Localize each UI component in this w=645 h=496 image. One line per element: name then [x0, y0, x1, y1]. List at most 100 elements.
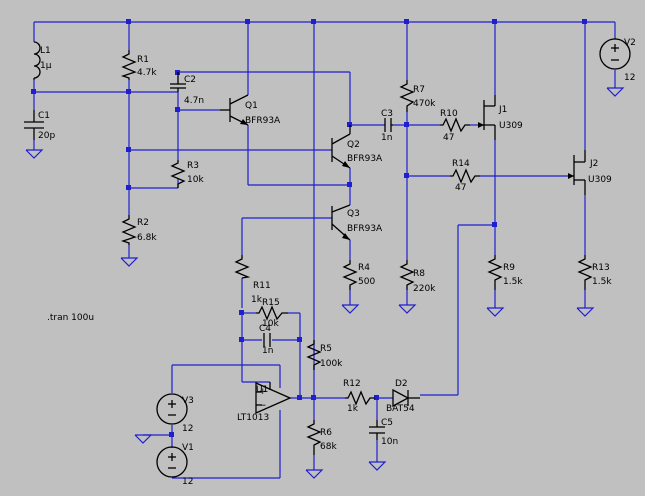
- label-U1-ref: U1: [256, 385, 268, 395]
- label-R10-ref: R10: [440, 109, 458, 119]
- label-R5-ref: R5: [320, 344, 332, 354]
- wires: [33, 21, 616, 479]
- label-J1-value: U309: [499, 121, 523, 131]
- label-C1-ref: C1: [38, 111, 50, 121]
- label-J2-value: U309: [588, 175, 612, 185]
- label-Q2-value: BFR93A: [347, 154, 383, 164]
- junction-dots: [31, 19, 587, 437]
- label-R8-ref: R8: [413, 269, 425, 279]
- ground-symbols: [25, 87, 625, 479]
- label-V1-ref: V1: [182, 443, 194, 453]
- label-R4-value: 500: [358, 277, 375, 287]
- resistor-R3[interactable]: R3 10k: [170, 160, 204, 188]
- resistor-R7[interactable]: R7 470k: [399, 80, 436, 112]
- diode-D2[interactable]: D2 BAT54: [386, 379, 420, 414]
- label-V1-value: 12: [182, 477, 193, 487]
- label-V2-value: 12: [624, 73, 635, 83]
- resistor-R12[interactable]: R12 1k: [343, 379, 375, 414]
- resistor-R10[interactable]: R10 47: [440, 109, 470, 143]
- label-L1-ref: L1: [40, 46, 51, 56]
- label-R9-ref: R9: [503, 263, 515, 273]
- label-R15-value: 10k: [262, 319, 279, 329]
- resistor-R1[interactable]: R1 4.7k: [120, 50, 157, 80]
- label-U1-value: LT1013: [237, 413, 269, 423]
- resistor-R6[interactable]: R6 68k: [306, 420, 337, 455]
- resistor-R9[interactable]: R9 1.5k: [487, 255, 523, 290]
- label-J1-ref: J1: [498, 105, 507, 115]
- label-C3-ref: C3: [381, 109, 393, 119]
- label-R7-value: 470k: [413, 99, 436, 109]
- voltage-source-V3[interactable]: V3 12: [156, 393, 194, 434]
- label-C2-value: 4.7n: [184, 96, 204, 106]
- label-C5-ref: C5: [381, 418, 393, 428]
- resistor-R4[interactable]: R4 500: [342, 260, 375, 290]
- resistor-R11[interactable]: R11 1k: [234, 255, 271, 305]
- label-R12-ref: R12: [343, 379, 361, 389]
- label-C4-ref: C4: [259, 324, 271, 334]
- ground-icon: [341, 304, 360, 314]
- label-R1-ref: R1: [137, 55, 149, 65]
- label-C3-value: 1n: [381, 133, 392, 143]
- label-R14-ref: R14: [452, 159, 470, 169]
- jfet-J1[interactable]: J1 U309: [478, 95, 523, 140]
- opamp-minus: −: [259, 401, 267, 411]
- label-R15-ref: R15: [262, 298, 280, 308]
- label-R2-ref: R2: [137, 218, 149, 228]
- ground-icon: [606, 87, 625, 97]
- resistor-R2[interactable]: R2 6.8k: [120, 215, 157, 245]
- voltage-source-V2[interactable]: V2 12: [599, 38, 636, 83]
- label-R10-value: 47: [443, 133, 454, 143]
- label-R14-value: 47: [455, 183, 466, 193]
- label-C2-ref: C2: [184, 75, 196, 85]
- label-D2-ref: D2: [395, 379, 408, 389]
- resistor-R13[interactable]: R13 1.5k: [577, 255, 612, 290]
- resistor-R5[interactable]: R5 100k: [306, 340, 343, 370]
- opamp-U1[interactable]: + − U1 LT1013: [237, 382, 292, 423]
- spice-directive[interactable]: .tran 100u: [47, 313, 94, 323]
- label-V2-ref: V2: [624, 38, 636, 48]
- label-Q3-ref: Q3: [347, 209, 360, 219]
- label-C4-value: 1n: [262, 346, 273, 356]
- label-R3-value: 10k: [187, 175, 204, 185]
- label-C1-value: 20p: [38, 131, 55, 141]
- label-R13-value: 1.5k: [592, 277, 612, 287]
- ground-icon: [120, 257, 139, 267]
- label-D2-value: BAT54: [386, 404, 415, 414]
- label-Q3-value: BFR93A: [347, 224, 383, 234]
- label-R11-value: 1k: [251, 295, 263, 305]
- transistor-Q3[interactable]: Q3 BFR93A: [331, 204, 383, 241]
- ground-icon: [25, 149, 44, 159]
- transistor-Q2[interactable]: Q2 BFR93A: [331, 125, 383, 169]
- label-C5-value: 10n: [381, 437, 398, 447]
- label-V3-ref: V3: [182, 396, 194, 406]
- label-Q1-value: BFR93A: [245, 116, 281, 126]
- label-L1-value: 1µ: [40, 61, 52, 71]
- ground-icon: [368, 461, 387, 471]
- resistor-R8[interactable]: R8 220k: [399, 260, 436, 294]
- capacitor-C1[interactable]: C1 20p: [24, 110, 55, 141]
- label-R12-value: 1k: [347, 404, 359, 414]
- voltage-source-V1[interactable]: V1 12: [156, 443, 194, 487]
- capacitor-C4[interactable]: C4 1n: [259, 324, 273, 356]
- label-R6-ref: R6: [320, 428, 332, 438]
- label-R8-value: 220k: [413, 284, 436, 294]
- ground-icon: [486, 307, 505, 317]
- ground-icon: [398, 304, 417, 314]
- label-R1-value: 4.7k: [137, 68, 157, 78]
- resistor-R15[interactable]: R15 10k: [256, 298, 288, 329]
- transistor-Q1[interactable]: Q1 BFR93A: [220, 94, 281, 126]
- label-R4-ref: R4: [358, 263, 370, 273]
- capacitor-C2[interactable]: C2 4.7n: [170, 72, 204, 106]
- resistor-R14[interactable]: R14 47: [450, 159, 480, 193]
- label-R6-value: 68k: [320, 442, 337, 452]
- label-Q2-ref: Q2: [347, 140, 360, 150]
- label-R2-value: 6.8k: [137, 233, 157, 243]
- jfet-J2[interactable]: J2 U309: [568, 150, 612, 195]
- capacitor-C3[interactable]: C3 1n: [381, 109, 393, 143]
- inductor-L1[interactable]: L1 1µ: [33, 41, 52, 80]
- capacitor-C5[interactable]: C5 10n: [369, 418, 398, 447]
- label-V3-value: 12: [182, 424, 193, 434]
- label-J2-ref: J2: [589, 159, 598, 169]
